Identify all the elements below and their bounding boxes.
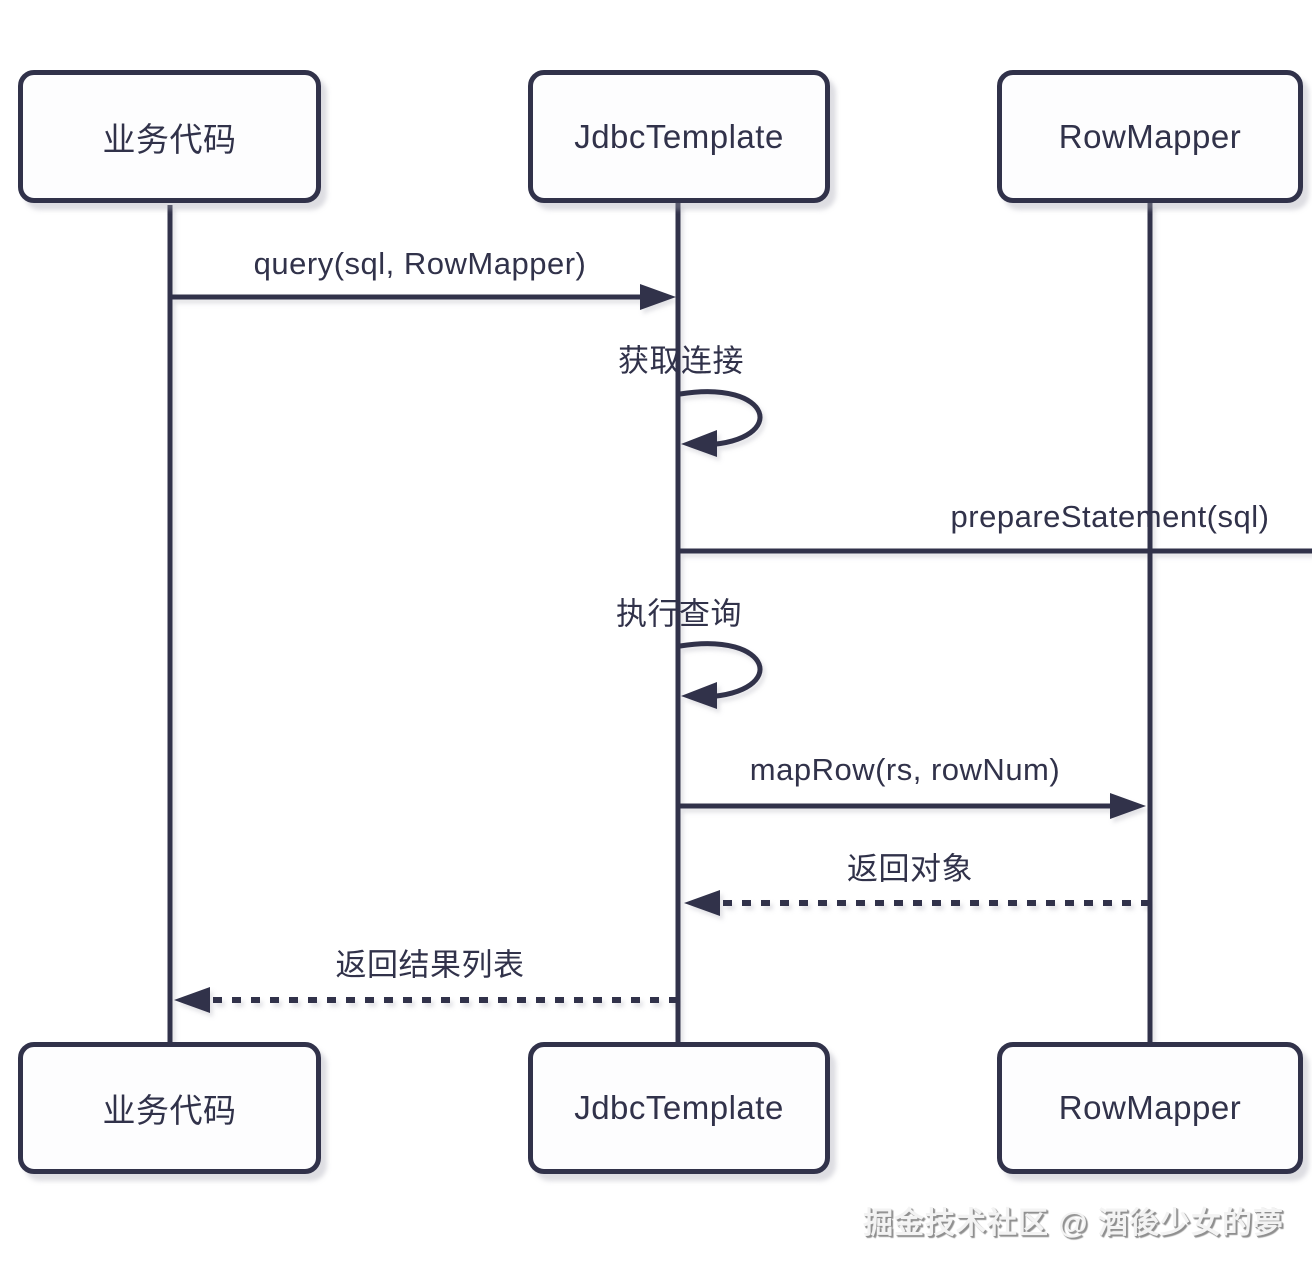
arrow-query	[172, 284, 676, 310]
dashed-arrow-return-result-list	[174, 987, 678, 1013]
actor-box-row-mapper-top: RowMapper	[997, 70, 1303, 203]
message-label-map-row: mapRow(rs, rowNum)	[749, 752, 1061, 787]
actor-box-row-mapper-bottom: RowMapper	[997, 1042, 1303, 1174]
actor-label: JdbcTemplate	[574, 117, 784, 155]
message-label-prepare-statement: prepareStatement(sql)	[950, 499, 1270, 534]
self-loop-execute-query	[679, 641, 763, 709]
message-label-return-result-list: 返回结果列表	[335, 947, 525, 983]
message-label-execute-query: 执行查询	[616, 596, 742, 632]
watermark: 掘金技术社区 @ 酒後少女的夢	[863, 1207, 1284, 1240]
message-label-get-connection: 获取连接	[618, 343, 744, 379]
arrow-map-row	[678, 793, 1146, 819]
actor-box-jdbc-template-bottom: JdbcTemplate	[528, 1042, 830, 1174]
actor-box-jdbc-template-top: JdbcTemplate	[528, 70, 830, 203]
actor-label: RowMapper	[1058, 1089, 1242, 1126]
message-label-return-object: 返回对象	[847, 851, 973, 887]
actor-label: 业务代码	[102, 1092, 237, 1129]
self-loop-get-connection	[679, 389, 763, 457]
actor-label: RowMapper	[1058, 117, 1242, 155]
actor-label: 业务代码	[102, 120, 237, 158]
message-label-query: query(sql, RowMapper)	[253, 246, 587, 281]
actor-label: JdbcTemplate	[574, 1089, 784, 1126]
actor-box-business-code-top: 业务代码	[18, 70, 321, 203]
actor-box-business-code-bottom: 业务代码	[18, 1042, 321, 1174]
dashed-arrow-return-object	[684, 890, 1150, 916]
